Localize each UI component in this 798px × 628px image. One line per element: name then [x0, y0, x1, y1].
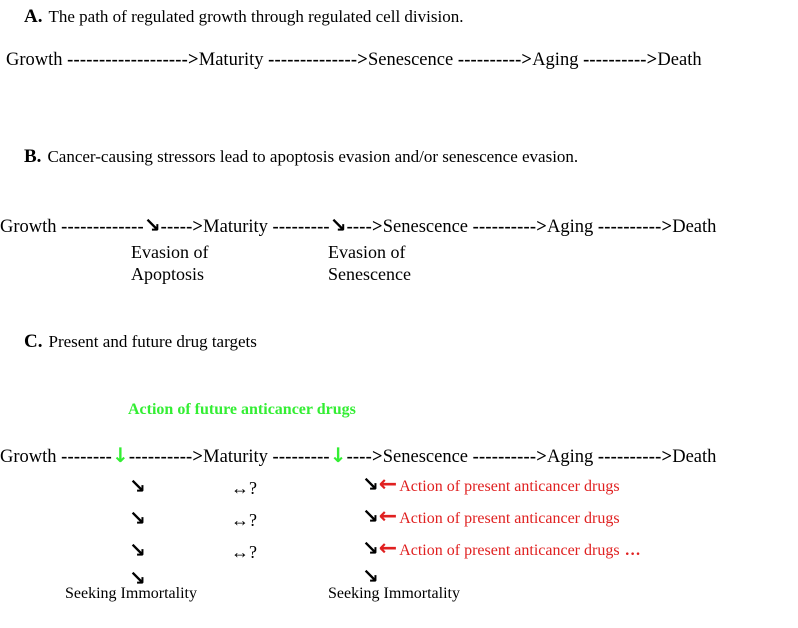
section-a-heading: A. The path of regulated growth through r…: [24, 7, 463, 26]
section-c-flow: Growth --------↓---------->Maturity ----…: [0, 445, 716, 467]
flow-dashes: ----->: [160, 217, 204, 237]
present-drugs-label: Action of present anticancer drugs: [399, 510, 620, 527]
stage-growth: Growth: [6, 50, 63, 70]
section-b-letter: B.: [24, 146, 42, 167]
flow-dashes: ---------: [272, 447, 330, 467]
diagonal-arrow-icon: ↘: [362, 472, 379, 496]
present-drug-row: ↘←Action of present anticancer drugs: [362, 474, 620, 496]
diagonal-arrow-icon: ↘: [129, 538, 146, 562]
stage-maturity: Maturity: [198, 50, 264, 70]
diagonal-arrow-icon: ↘: [362, 536, 379, 560]
bidirectional-arrow-icon: ↔?: [231, 478, 257, 498]
diagonal-arrow-icon: ↘: [362, 504, 379, 528]
present-drugs-label: Action of present anticancer drugs: [399, 478, 620, 495]
stage-maturity: Maturity: [203, 447, 268, 467]
diagonal-arrow-icon: ↘: [362, 564, 379, 588]
stage-maturity: Maturity: [203, 217, 268, 237]
flow-dashes: ------------------->: [67, 50, 199, 70]
stage-senescence: Senescence: [382, 447, 469, 467]
stage-aging: Aging: [547, 447, 594, 467]
seeking-immortality-label: Seeking Immortality: [328, 585, 460, 602]
diagonal-arrow-icon: ↘: [329, 213, 347, 237]
section-c-letter: C.: [24, 331, 43, 352]
section-b-title: Cancer-causing stressors lead to apoptos…: [47, 147, 579, 166]
ellipsis: …: [624, 542, 641, 559]
stage-senescence: Senescence: [367, 50, 454, 70]
future-drugs-label: Action of future anticancer drugs: [128, 401, 356, 418]
evasion-line: Senescence: [328, 264, 411, 284]
stage-senescence: Senescence: [382, 217, 469, 237]
present-drug-row: ↘←Action of present anticancer drugs: [362, 506, 620, 528]
flow-dashes: ---------->: [583, 50, 658, 70]
flow-dashes: ---->: [346, 217, 383, 237]
bidirectional-arrow-icon: ↔?: [231, 542, 257, 562]
flow-dashes: -------------->: [268, 50, 368, 70]
flow-dashes: ---------->: [472, 447, 547, 467]
stage-growth: Growth: [0, 217, 57, 237]
bidirectional-arrow-icon: ↔?: [231, 510, 257, 530]
section-c-title: Present and future drug targets: [48, 332, 257, 351]
flow-dashes: --------: [61, 447, 113, 467]
down-arrow-icon: ↓: [329, 443, 347, 467]
flow-dashes: ---------->: [597, 447, 673, 467]
evasion-line: Evasion of: [131, 242, 209, 262]
red-left-arrow-icon: ←: [378, 472, 398, 497]
diagonal-arrow-icon: ↘: [129, 566, 146, 590]
present-drugs-label: Action of present anticancer drugs: [399, 542, 620, 559]
stage-death: Death: [657, 50, 702, 70]
evasion-line: Evasion of: [328, 242, 406, 262]
red-left-arrow-icon: ←: [378, 504, 398, 529]
evasion-line: Apoptosis: [131, 264, 205, 284]
section-a-flow: Growth ------------------->Maturity ----…: [6, 51, 702, 70]
flow-dashes: ---->: [346, 447, 383, 467]
stage-death: Death: [672, 217, 717, 237]
red-left-arrow-icon: ←: [378, 536, 398, 561]
stage-death: Death: [672, 447, 717, 467]
diagonal-arrow-icon: ↘: [143, 213, 161, 237]
diagonal-arrow-icon: ↘: [129, 506, 146, 530]
flow-dashes: ---------: [272, 217, 330, 237]
section-b-flow: Growth -------------↘----->Maturity ----…: [0, 215, 716, 237]
flow-dashes: -------------: [61, 217, 144, 237]
stage-aging: Aging: [547, 217, 594, 237]
evasion-apoptosis-label: Evasion of Apoptosis: [131, 241, 208, 285]
flow-dashes: ---------->: [472, 217, 547, 237]
section-a-letter: A.: [24, 6, 43, 27]
seeking-immortality-label: Seeking Immortality: [65, 585, 197, 602]
flow-dashes: ---------->: [128, 447, 204, 467]
evasion-senescence-label: Evasion of Senescence: [328, 241, 411, 285]
down-arrow-icon: ↓: [112, 443, 129, 467]
flow-dashes: ---------->: [457, 50, 533, 70]
flow-dashes: ---------->: [597, 217, 673, 237]
diagonal-arrow-icon: ↘: [129, 474, 146, 498]
stage-aging: Aging: [532, 50, 579, 70]
section-c-heading: C. Present and future drug targets: [24, 332, 257, 351]
present-drug-row: ↘←Action of present anticancer drugs…: [362, 538, 641, 560]
stage-growth: Growth: [0, 447, 57, 467]
section-b-heading: B. Cancer-causing stressors lead to apopt…: [24, 147, 578, 166]
section-a-title: The path of regulated growth through reg…: [48, 7, 464, 26]
